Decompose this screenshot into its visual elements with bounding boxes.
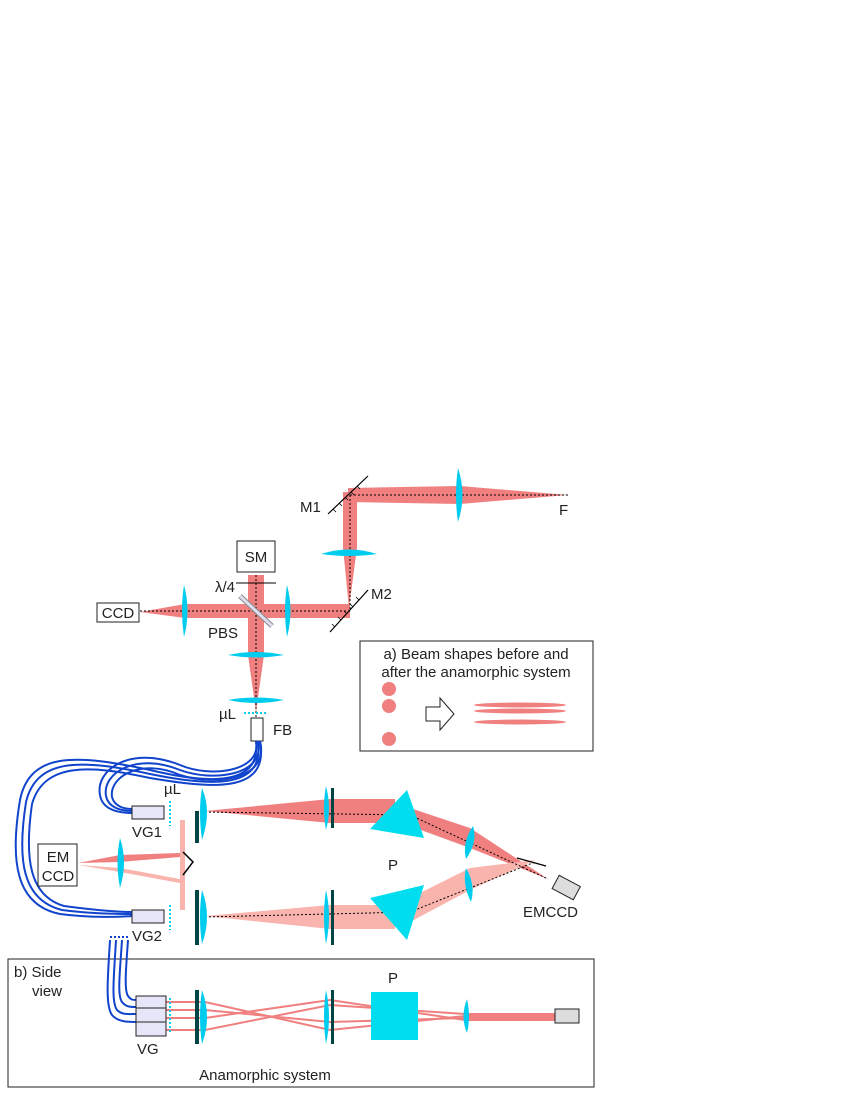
arrow-icon <box>425 696 455 732</box>
panel-b-title-2: view <box>32 983 62 1000</box>
prism-side <box>371 992 418 1040</box>
beam-vertical-link <box>180 820 185 910</box>
lens-prism-bottom <box>464 868 473 902</box>
panel-b-vg-label: VG <box>137 1041 159 1058</box>
mirror-m1-hatch <box>332 485 361 513</box>
lens-mid-top <box>324 786 329 830</box>
lens-fb-bottom <box>228 697 284 703</box>
beam-vg2-lens <box>205 905 395 929</box>
fb-label: FB <box>273 722 292 739</box>
vg1-box <box>131 805 165 820</box>
lens-f <box>456 468 463 522</box>
vg-stack <box>135 995 167 1037</box>
panel-b-title-1: b) Side <box>14 964 62 981</box>
beam-spot-1 <box>382 682 396 696</box>
vg2-box <box>131 909 165 924</box>
mirror-m1 <box>327 475 369 515</box>
camera-side-icon <box>554 1008 580 1024</box>
beam-ellipse-2 <box>474 708 566 714</box>
emccd-camera-icon <box>551 874 582 901</box>
ccd-box <box>96 602 140 623</box>
beam-emccd-left-bottom <box>78 865 185 884</box>
mirror-m2 <box>329 589 369 633</box>
lens-emccd <box>117 838 124 888</box>
mirror-m2-hatch <box>331 596 360 628</box>
axis-top-prism <box>409 814 549 880</box>
grating-vg1 <box>195 811 199 843</box>
grating-vg2 <box>195 890 199 945</box>
panel-b-p-label: P <box>388 970 398 987</box>
grating-side-1 <box>195 990 199 1044</box>
fiber-bundle <box>14 740 263 918</box>
prism-bottom <box>370 885 424 940</box>
pbs-splitter <box>238 594 274 628</box>
sm-label: SM <box>245 549 268 566</box>
microlens-mid-label: µL <box>164 781 181 798</box>
lambda4-label: λ/4 <box>215 579 235 596</box>
lens-ccd <box>182 585 188 637</box>
beam-ellipse-3 <box>474 719 566 725</box>
lens-fb-top <box>228 652 284 658</box>
lens-side-1 <box>200 990 207 1044</box>
sm-box <box>236 540 276 573</box>
lens-mid-bottom <box>324 890 329 944</box>
panel-a-title-1: a) Beam shapes before and <box>383 646 568 663</box>
beam-ellipse-1 <box>474 702 566 708</box>
beam-spot-3 <box>382 732 396 746</box>
vg1-label: VG1 <box>132 824 162 841</box>
lens-prism-top <box>464 826 475 859</box>
em-label: EM <box>47 849 70 866</box>
prism-top <box>370 790 424 838</box>
beam-vg1-lens <box>205 799 395 823</box>
grating-mid-top <box>331 788 334 828</box>
beam-spot-2 <box>382 699 396 713</box>
lens-pbs-right <box>285 585 291 637</box>
ccd-label: CCD <box>102 605 135 622</box>
p-top-label: P <box>388 857 398 874</box>
lens-vg1 <box>200 788 207 840</box>
lens-vg2 <box>200 890 207 944</box>
f-label: F <box>559 502 568 519</box>
panel-a-box <box>359 640 594 752</box>
fiber-bundle-side <box>106 936 137 1023</box>
em-ccd-label: CCD <box>42 868 75 885</box>
m2-label: M2 <box>371 586 392 603</box>
beam-prism-bottom <box>410 860 535 922</box>
beam-prism-top <box>410 808 548 879</box>
em-ccd-box <box>37 843 78 887</box>
fb-box <box>250 717 264 742</box>
lens-side-2 <box>324 990 329 1044</box>
side-beams <box>166 998 555 1032</box>
m1-label: M1 <box>300 499 321 516</box>
panel-a-title-2: after the anamorphic system <box>381 664 570 681</box>
emccd-label: EMCCD <box>523 904 578 921</box>
mirror-emccd <box>516 857 547 867</box>
grating-side-2 <box>331 990 334 1044</box>
grating-mid-bottom <box>331 890 334 945</box>
lens-side-3 <box>463 999 469 1033</box>
microlens-top-label: µL <box>219 706 236 723</box>
roof-mirror <box>182 851 194 876</box>
lens-m1-m2 <box>321 549 377 556</box>
beam-emccd-left-top <box>78 853 180 863</box>
panel-b-caption: Anamorphic system <box>199 1067 331 1084</box>
vg2-label: VG2 <box>132 928 162 945</box>
axis-bottom-prism <box>409 861 536 913</box>
pbs-label: PBS <box>208 625 238 642</box>
